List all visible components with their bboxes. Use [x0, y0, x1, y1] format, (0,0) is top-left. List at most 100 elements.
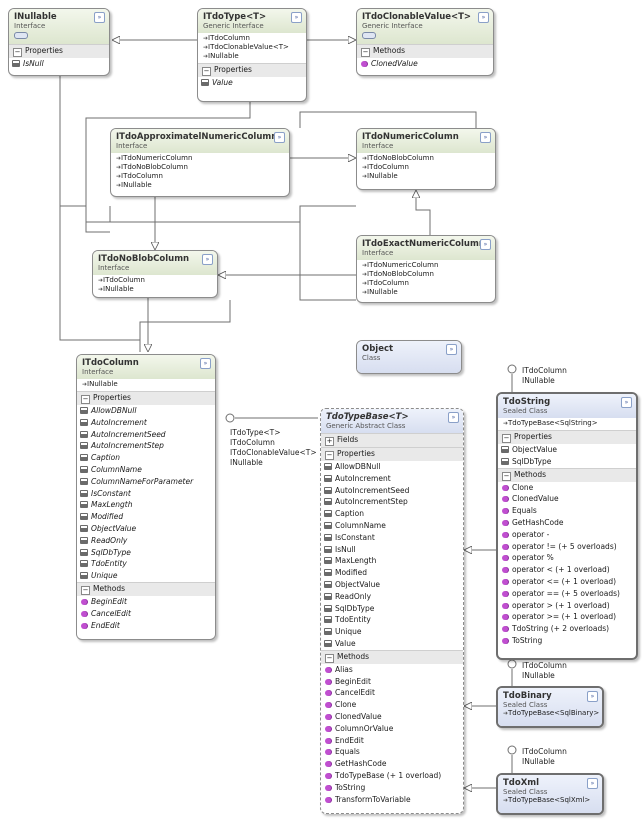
property-item: Value — [321, 638, 463, 650]
collapse-chevron-icon[interactable]: » — [448, 412, 459, 423]
property-item: MaxLength — [321, 555, 463, 567]
method-item: EndEdit — [321, 735, 463, 747]
section-properties[interactable]: −Properties — [77, 391, 215, 405]
section-fields[interactable]: +Fields — [321, 433, 463, 447]
method-item: operator <= (+ 1 overload) — [498, 576, 636, 588]
section-methods[interactable]: −Methods — [321, 649, 463, 664]
method-icon — [502, 508, 508, 515]
method-item: ToString — [321, 782, 463, 794]
itdotype-box[interactable]: ITdoType<T> Generic Interface » ITdoColu… — [197, 8, 307, 102]
wire-grid-3 — [299, 222, 356, 301]
property-icon — [324, 628, 332, 636]
collapse-chevron-icon[interactable]: » — [274, 132, 285, 143]
section-properties[interactable]: −Properties — [498, 430, 636, 444]
method-icon — [325, 796, 331, 803]
numeric-box[interactable]: ITdoNumericColumn Interface » ITdoNoBlob… — [356, 128, 496, 190]
inullable-box[interactable]: INullable Interface » −Properties IsNull — [8, 8, 110, 76]
method-item: BeginEdit — [77, 596, 215, 608]
collapse-chevron-icon[interactable]: » — [446, 344, 457, 355]
property-item: AutoIncrementSeed — [321, 485, 463, 497]
tdostring-box[interactable]: TdoString Sealed Class » TdoTypeBase<Sql… — [496, 392, 638, 660]
collapse-chevron-icon[interactable]: » — [480, 239, 491, 250]
itdocolumn-box[interactable]: ITdoColumn Interface » INullable −Proper… — [76, 354, 216, 640]
property-item: MaxLength — [77, 499, 215, 511]
property-icon — [501, 446, 509, 453]
collapse-chevron-icon[interactable]: » — [587, 691, 598, 702]
section-methods[interactable]: −Methods — [77, 581, 215, 596]
tdotypebase-box[interactable]: TdoTypeBase<T> Generic Abstract Class » … — [320, 408, 464, 814]
property-item: IsNull — [9, 58, 109, 70]
property-icon — [324, 510, 332, 518]
collapse-chevron-icon[interactable]: » — [587, 778, 598, 789]
method-icon — [325, 702, 331, 709]
collapse-chevron-icon[interactable]: » — [202, 254, 213, 265]
collapse-chevron-icon[interactable]: » — [200, 358, 211, 369]
exact-box[interactable]: ITdoExactNumericColumn Interface » ITdoN… — [356, 235, 496, 303]
property-icon — [80, 536, 88, 544]
property-item: ObjectValue — [498, 444, 636, 456]
property-icon — [80, 572, 88, 580]
section-properties[interactable]: −Properties — [9, 44, 109, 58]
method-item: Clone — [321, 699, 463, 711]
minus-icon: − — [202, 67, 211, 76]
inullable-title: INullable — [14, 12, 57, 22]
section-properties[interactable]: −Properties — [198, 63, 306, 77]
tdobinary-box[interactable]: TdoBinary Sealed Class » TdoTypeBase<Sql… — [496, 686, 604, 728]
method-icon — [502, 555, 508, 562]
property-icon — [80, 560, 88, 568]
method-icon — [502, 496, 508, 503]
minus-icon: − — [361, 48, 370, 57]
property-icon — [80, 407, 88, 414]
property-icon — [80, 418, 88, 426]
property-item: Modified — [321, 567, 463, 579]
method-icon — [325, 772, 331, 779]
method-item: GetHashCode — [498, 517, 636, 529]
tdobinary-interfaces: ITdoColumn INullable — [522, 661, 567, 680]
property-item: ColumnName — [321, 520, 463, 532]
collapse-chevron-icon[interactable]: » — [478, 12, 489, 23]
section-methods[interactable]: −Methods — [357, 44, 493, 58]
property-icon — [324, 474, 332, 482]
method-icon — [325, 690, 331, 697]
object-box[interactable]: Object Class » — [356, 340, 462, 374]
tdoxml-box[interactable]: TdoXml Sealed Class » TdoTypeBase<SqlXml… — [496, 773, 604, 815]
wire-inullable-down — [59, 76, 140, 341]
method-item: TransformToVariable — [321, 794, 463, 806]
property-icon — [324, 592, 332, 600]
method-icon — [502, 543, 508, 550]
collapse-chevron-icon[interactable]: » — [621, 397, 632, 408]
noblob-box[interactable]: ITdoNoBlobColumn Interface » ITdoColumn … — [92, 250, 218, 298]
method-icon — [502, 590, 508, 597]
section-methods[interactable]: −Methods — [498, 467, 636, 482]
property-icon — [80, 513, 88, 521]
collapse-chevron-icon[interactable]: » — [291, 12, 302, 23]
property-item: AutoIncrementStep — [77, 440, 215, 452]
approx-box[interactable]: ITdoApproximatelNumericColumn Interface … — [110, 128, 290, 197]
property-item: SqlDbType — [77, 547, 215, 559]
method-icon — [502, 519, 508, 526]
method-item: operator != (+ 5 overloads) — [498, 541, 636, 553]
minus-icon: − — [325, 653, 334, 663]
method-item: CancelEdit — [77, 608, 215, 620]
collapse-chevron-icon[interactable]: » — [480, 132, 491, 143]
method-icon — [502, 484, 508, 491]
property-item: ReadOnly — [321, 591, 463, 603]
itdotype-implements: ITdoColumn ITdoClonableValue<T> INullabl… — [198, 33, 306, 63]
method-icon — [81, 610, 87, 617]
itdoclonable-header: ITdoClonableValue<T> Generic Interface » — [357, 9, 493, 44]
property-item: Caption — [321, 508, 463, 520]
method-icon — [502, 567, 508, 574]
method-icon — [325, 784, 331, 791]
method-item: EndEdit — [77, 620, 215, 632]
property-item: AutoIncrementSeed — [77, 429, 215, 441]
property-item: TdoEntity — [77, 558, 215, 570]
collapse-chevron-icon[interactable]: » — [94, 12, 105, 23]
interface-pill-icon — [362, 32, 376, 39]
section-properties[interactable]: −Properties — [321, 447, 463, 461]
method-item: Clone — [498, 482, 636, 494]
itdoclonable-box[interactable]: ITdoClonableValue<T> Generic Interface »… — [356, 8, 494, 76]
property-icon — [80, 454, 88, 462]
method-item: TdoTypeBase (+ 1 overload) — [321, 770, 463, 782]
property-icon — [80, 465, 88, 473]
